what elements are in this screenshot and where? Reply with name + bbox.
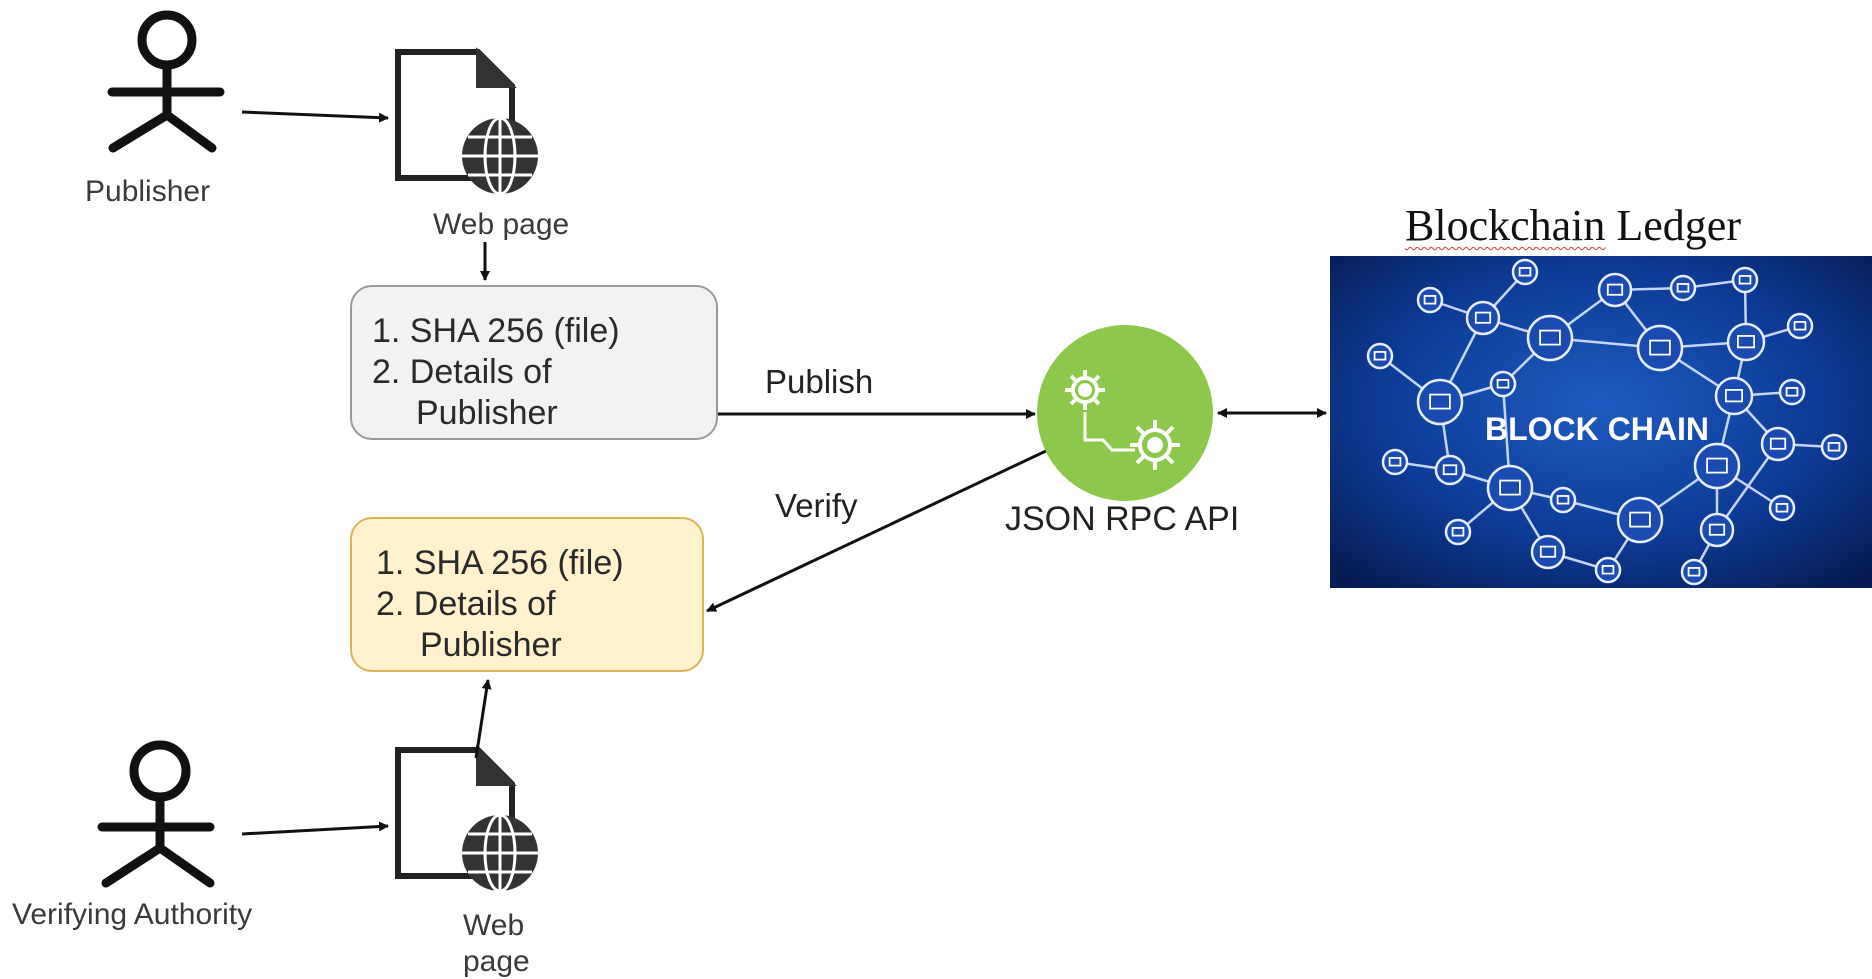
verifier-actor-icon xyxy=(97,740,215,888)
blockchain-node-icon xyxy=(1820,433,1848,461)
blockchain-banner-text: BLOCK CHAIN xyxy=(1485,411,1709,447)
globe-icon xyxy=(462,813,538,893)
blockchain-node-icon xyxy=(1434,454,1466,486)
blockchain-node-icon xyxy=(1526,314,1574,362)
blockchain-node-icon xyxy=(1416,286,1444,314)
blockchain-node-icon xyxy=(1489,370,1517,398)
blockchain-node-icon xyxy=(1549,486,1577,514)
blockchain-node-icon xyxy=(1366,342,1394,370)
blockchain-node-icon xyxy=(1714,376,1754,416)
blockchain-node-icon xyxy=(1511,258,1539,286)
blockchain-node-icon xyxy=(1597,272,1633,308)
blockchain-node-icon xyxy=(1778,378,1806,406)
blockchain-ledger-title: Blockchain Ledger xyxy=(1405,200,1741,251)
publisher-label: Publisher xyxy=(85,175,211,208)
blockchain-node-icon xyxy=(1416,378,1464,426)
blockchain-node-icon xyxy=(1530,534,1566,570)
blockchain-node-icon xyxy=(1726,322,1766,362)
verify-box-line-3: Publisher xyxy=(420,626,562,664)
web-page-document-icon-bottom xyxy=(395,745,538,893)
globe-icon xyxy=(462,116,538,196)
web-page-document-icon-top xyxy=(395,47,538,196)
arrow-webpage-to-verify-box xyxy=(474,679,492,759)
blockchain-node-icon xyxy=(1680,558,1708,586)
blockchain-node-icon xyxy=(1699,512,1735,548)
blockchain-node-icon xyxy=(1594,556,1622,584)
publisher-actor-icon xyxy=(107,10,225,153)
blockchain-node-icon xyxy=(1768,494,1796,522)
publish-box-line-2: 2. Details of xyxy=(372,353,552,391)
gear-icon xyxy=(1130,420,1180,470)
blockchain-node-icon xyxy=(1444,518,1472,546)
web-page-label-bottom-2: page xyxy=(463,945,530,978)
blockchain-node-icon xyxy=(1693,442,1741,490)
arrow-verifier-to-webpage xyxy=(241,821,389,836)
publish-arrow-label: Publish xyxy=(765,363,874,400)
blockchain-network-image: BLOCK CHAIN xyxy=(1330,256,1872,588)
verify-arrow-label: Verify xyxy=(775,487,858,524)
blockchain-node-icon xyxy=(1786,312,1814,340)
blockchain-title-word-1: Blockchain xyxy=(1405,201,1606,250)
publish-hash-box: 1. SHA 256 (file) 2. Details of Publishe… xyxy=(350,285,718,440)
blockchain-node-icon xyxy=(1636,324,1684,372)
verify-box-line-1: 1. SHA 256 (file) xyxy=(376,544,624,582)
verify-box-line-2: 2. Details of xyxy=(376,585,556,623)
json-rpc-api-icon xyxy=(1037,325,1213,501)
blockchain-node-icon xyxy=(1616,496,1664,544)
blockchain-link xyxy=(1715,443,1780,531)
blockchain-node-icon xyxy=(1381,448,1409,476)
blockchain-node-icon xyxy=(1486,464,1534,512)
web-page-label-bottom-1: Web xyxy=(463,909,525,942)
blockchain-node-icon xyxy=(1465,300,1501,336)
verify-hash-box: 1. SHA 256 (file) 2. Details of Publishe… xyxy=(350,517,704,672)
publish-box-line-3: Publisher xyxy=(416,394,558,432)
blockchain-node-icon xyxy=(1669,274,1697,302)
verifying-authority-label: Verifying Authority xyxy=(12,898,253,931)
blockchain-title-word-2: Ledger xyxy=(1616,201,1741,250)
web-page-label-top: Web page xyxy=(433,208,570,242)
arrow-verify xyxy=(706,448,1049,613)
arrow-publisher-to-webpage xyxy=(241,110,389,123)
blockchain-node-icon xyxy=(1731,266,1759,294)
blockchain-node-icon xyxy=(1760,426,1796,462)
json-rpc-api-label: JSON RPC API xyxy=(1005,500,1240,538)
publish-box-line-1: 1. SHA 256 (file) xyxy=(372,312,620,350)
gear-icon xyxy=(1065,370,1105,410)
